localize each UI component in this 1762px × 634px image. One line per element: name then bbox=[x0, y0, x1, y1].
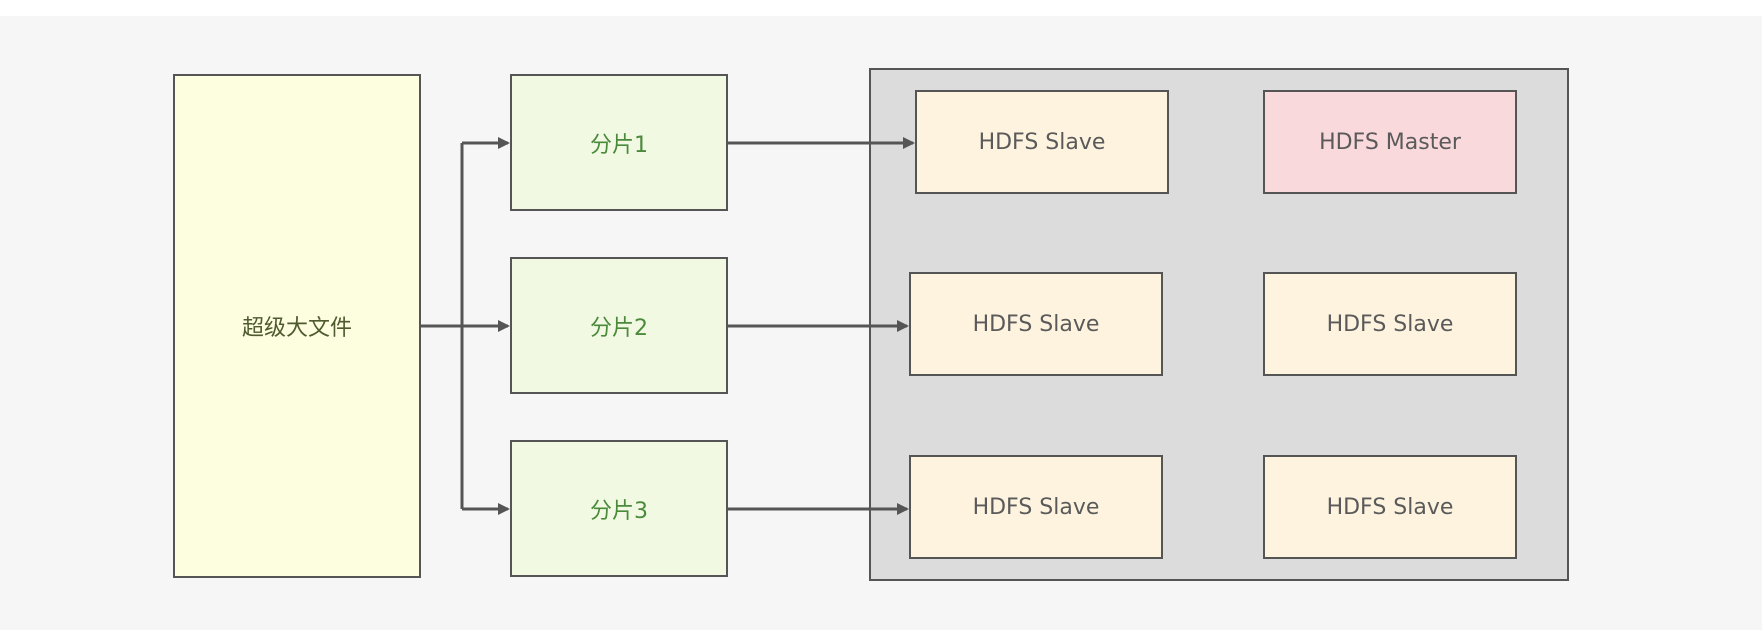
hdfs-slave-label-2: HDFS Slave bbox=[972, 311, 1100, 337]
hdfs-slave-label-5: HDFS Slave bbox=[1326, 494, 1454, 520]
shard-1-node: 分片1 bbox=[510, 74, 728, 211]
hdfs-slave-node-3: HDFS Slave bbox=[1263, 272, 1517, 376]
shard-3-node: 分片3 bbox=[510, 440, 728, 577]
source-file-node: 超级大文件 bbox=[173, 74, 421, 578]
hdfs-slave-node-5: HDFS Slave bbox=[1263, 455, 1517, 559]
shard-2-label: 分片2 bbox=[590, 315, 648, 341]
hdfs-slave-label-1: HDFS Slave bbox=[978, 129, 1106, 155]
hdfs-slave-node-1: HDFS Slave bbox=[915, 90, 1169, 194]
hdfs-slave-node-2: HDFS Slave bbox=[909, 272, 1163, 376]
shard-3-label: 分片3 bbox=[590, 498, 648, 524]
hdfs-slave-label-3: HDFS Slave bbox=[1326, 311, 1454, 337]
hdfs-master-node: HDFS Master bbox=[1263, 90, 1517, 194]
hdfs-master-label: HDFS Master bbox=[1319, 129, 1461, 155]
shard-1-label: 分片1 bbox=[590, 132, 648, 158]
shard-2-node: 分片2 bbox=[510, 257, 728, 394]
source-file-label: 超级大文件 bbox=[241, 316, 352, 341]
hdfs-slave-node-4: HDFS Slave bbox=[909, 455, 1163, 559]
hdfs-slave-label-4: HDFS Slave bbox=[972, 494, 1100, 520]
